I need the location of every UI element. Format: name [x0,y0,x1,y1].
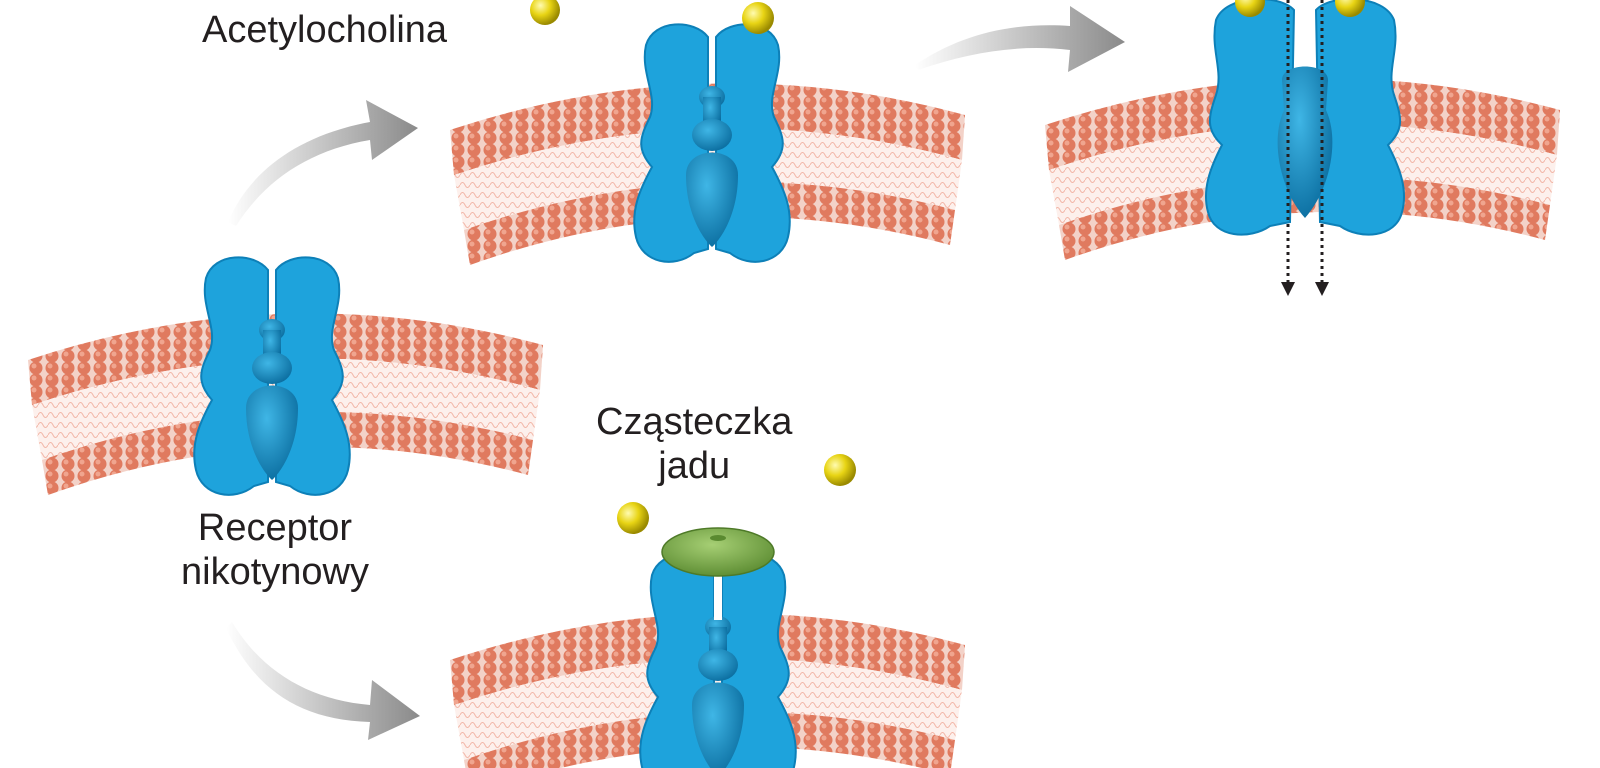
receptor-label-line2: nikotynowy [181,551,369,593]
ligand-ball-icon [1335,0,1365,17]
ligand-ball-icon [742,2,774,34]
receptor-resting [193,256,351,496]
ligand-ball-icon [530,0,560,25]
venom-label: Cząsteczka jadu [596,400,792,488]
ligand-ball-icon [1235,0,1265,17]
receptor-bound [633,23,791,263]
venom-molecule-icon [661,527,775,577]
curved-arrow-icon [226,622,420,740]
receptor-label-line1: Receptor [197,507,353,549]
acetylcholine-label: Acetylocholina [202,9,448,51]
venom-label-line1: Cząsteczka [596,401,793,443]
curved-arrow-icon [228,100,418,226]
venom-label-line2: jadu [658,445,731,487]
receptor-open [1204,0,1406,236]
ligand-ball-icon [617,502,649,534]
receptor-label: Receptor nikotynowy [150,506,400,594]
curved-arrow-icon [915,6,1125,72]
ion-flow-arrow-icon [1286,0,1324,282]
ion-flow-arrow-icon [1281,282,1329,296]
ligand-ball-icon [824,454,856,486]
